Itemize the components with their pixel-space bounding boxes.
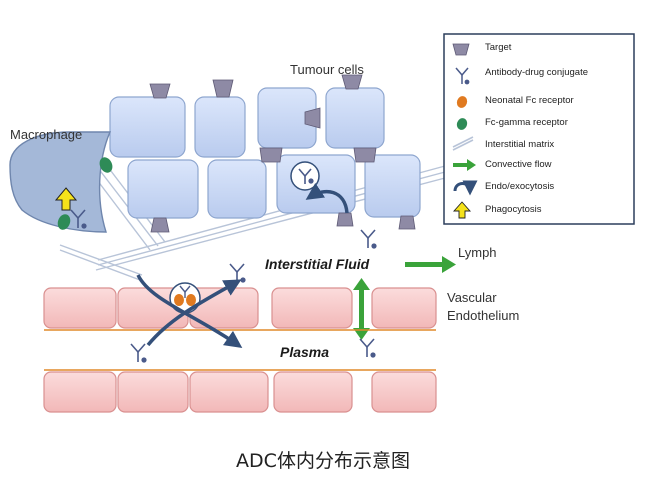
endocytosis-arc-icon — [305, 182, 349, 214]
endocytosis-arc-icon — [453, 180, 478, 196]
target-icon — [336, 212, 354, 227]
endothelial-cell — [271, 287, 353, 329]
legend-frame — [443, 33, 635, 225]
legend-item-fcrn: Neonatal Fc receptor — [485, 95, 574, 106]
tumour-cell — [364, 154, 421, 218]
target-markers — [149, 74, 416, 233]
target-icon — [212, 79, 234, 98]
legend — [443, 33, 635, 225]
endothelial-cell — [43, 287, 117, 329]
macrophage-label: Macrophage — [10, 127, 83, 142]
fcrn-icon — [186, 294, 196, 306]
target-icon — [353, 147, 377, 163]
tumour-cell — [194, 96, 246, 158]
macrophage — [9, 131, 113, 233]
interstitial-fluid-label: Interstitial Fluid — [265, 256, 370, 272]
adc-plasma — [130, 338, 375, 362]
flow-arrow-icon — [453, 159, 476, 171]
fcrn-icon — [174, 294, 184, 306]
fcgamma-receptor-icon — [57, 214, 71, 230]
legend-item-phagocytosis: Phagocytosis — [485, 204, 542, 215]
convective-flow-vertical — [353, 278, 370, 340]
adc-icon — [70, 209, 86, 228]
endothelial-cell — [371, 371, 437, 413]
tumour-cell — [127, 159, 199, 219]
legend-item-adc: Antibody-drug conjugate — [485, 67, 588, 78]
tumour-cell — [325, 87, 385, 149]
endocytosis-arc-icon — [136, 274, 243, 349]
matrix-icon — [452, 136, 474, 151]
endothelial-cell — [371, 287, 437, 329]
target-icon — [398, 215, 416, 230]
vascular-label: Vascular — [447, 290, 497, 305]
fcrn-transcytosis — [136, 274, 243, 349]
adc-icon — [455, 67, 469, 84]
legend-item-fcgamma: Fc-gamma receptor — [485, 117, 568, 128]
legend-item-target: Target — [485, 42, 512, 53]
fcgamma-receptor-icon — [456, 118, 468, 130]
figure-caption: ADC体内分布示意图 — [236, 450, 410, 472]
legend-item-flow: Convective flow — [485, 159, 552, 170]
phagocytosis-arrow-icon — [54, 187, 78, 211]
endothelial-cell — [273, 371, 353, 413]
adc-icon — [298, 168, 312, 184]
fcgamma-receptor-icon — [99, 157, 113, 173]
tumour-cell — [109, 96, 186, 158]
target-icon — [259, 147, 283, 163]
adc-interstitial — [229, 229, 376, 282]
plasma-label: Plasma — [280, 344, 330, 360]
lymph-label: Lymph — [458, 245, 497, 260]
endothelium-lower — [43, 371, 437, 413]
tumour-cell — [207, 159, 267, 219]
legend-item-endocytosis: Endo/exocytosis — [485, 181, 555, 192]
target-icon — [149, 83, 171, 99]
target-icon — [341, 74, 363, 90]
endothelial-cell — [189, 371, 269, 413]
endothelial-cell — [43, 371, 117, 413]
target-icon — [304, 107, 321, 129]
legend-item-matrix: Interstitial matrix — [485, 139, 555, 150]
tumour-endocytosis — [290, 161, 349, 214]
convective-flow-lymph — [405, 256, 456, 273]
endothelial-cell — [117, 371, 189, 413]
endothelium-upper — [43, 287, 437, 329]
endothelium-label: Endothelium — [447, 308, 520, 323]
fcrn-icon — [456, 96, 468, 108]
endocytosis-arc-icon — [146, 279, 242, 347]
target-icon — [452, 43, 470, 56]
target-icon — [150, 217, 170, 233]
phagocytosis-arrow-icon — [452, 201, 472, 219]
tumour-cells-label: Tumour cells — [290, 62, 364, 77]
